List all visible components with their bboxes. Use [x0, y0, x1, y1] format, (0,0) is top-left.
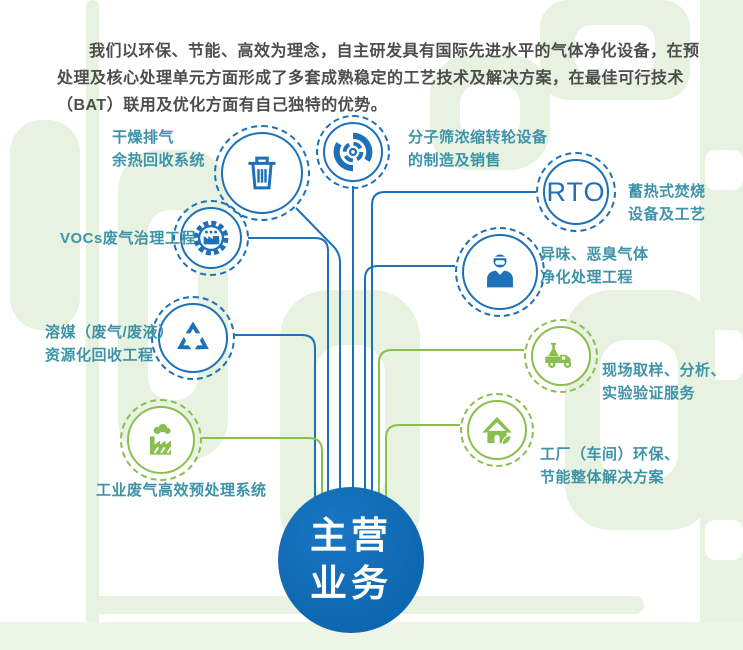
label-industrial-pretreatment: 工业废气高效预处理系统 — [96, 482, 267, 499]
main-business-line2: 业务 — [310, 563, 392, 604]
label-molecular-sieve-rotor: 分子筛浓缩转轮设备的制造及销售 — [408, 129, 548, 169]
dashed-ring — [214, 125, 310, 221]
label-odor-purification: 异味、恶臭气体净化处理工程 — [540, 246, 649, 286]
connector-dry-exhaust — [295, 207, 341, 505]
connector-rto — [371, 191, 536, 505]
dashed-ring — [173, 200, 249, 276]
node-molecular-sieve-rotor — [316, 115, 390, 189]
node-dry-exhaust-heat-recovery — [214, 125, 310, 221]
dashed-ring — [524, 319, 598, 393]
main-business-line1: 主营 — [310, 515, 392, 556]
rotary-wheel-icon — [333, 132, 373, 172]
dashed-ring — [460, 393, 534, 467]
gear-factory-icon — [193, 220, 229, 256]
node-odor-purification — [455, 227, 545, 317]
eco-house-icon — [482, 416, 512, 446]
trash-icon — [248, 156, 276, 190]
dashed-ring — [455, 227, 545, 317]
main-business-circle: 主营 业务 — [278, 487, 424, 633]
label-onsite-sampling: 现场取样、分析、实验验证服务 — [602, 362, 727, 402]
masked-person-icon — [487, 254, 513, 288]
label-rto: 蓄热式焚烧设备及工艺 — [628, 183, 706, 223]
label-vocs-treatment: VOCs废气治理工程 — [60, 230, 196, 247]
connector-solvent — [235, 334, 316, 505]
recycle-icon — [177, 321, 209, 350]
node-vocs-treatment — [173, 200, 249, 276]
sampling-truck-icon — [545, 342, 572, 368]
node-solvent-recycling — [151, 296, 235, 380]
rto-badge: RTO — [546, 176, 606, 207]
connector-odor — [364, 265, 455, 505]
dashed-ring — [151, 296, 235, 380]
connector-sampling — [378, 349, 524, 505]
label-plant-eco-solution: 工厂（车间）环保、节能整体解决方案 — [540, 446, 680, 486]
label-dry-exhaust-heat-recovery: 干燥排气余热回收系统 — [112, 129, 206, 169]
label-solvent-recycling: 溶媒（废气/废液）资源化回收工程 — [45, 324, 174, 364]
dashed-ring — [120, 399, 202, 481]
factory-icon — [150, 423, 172, 455]
node-industrial-pretreatment — [120, 399, 202, 481]
connector-vocs — [248, 237, 329, 505]
connector-plant-solution — [385, 424, 460, 505]
node-onsite-sampling — [524, 319, 598, 393]
dashed-ring — [536, 152, 616, 232]
connector-pretreatment — [202, 437, 323, 505]
node-rto: RTO — [536, 152, 616, 232]
dashed-ring — [316, 115, 390, 189]
node-plant-eco-solution — [460, 393, 534, 467]
intro-paragraph: 我们以环保、节能、高效为理念，自主研发具有国际先进水平的气体净化设备，在预处理及… — [57, 43, 700, 114]
